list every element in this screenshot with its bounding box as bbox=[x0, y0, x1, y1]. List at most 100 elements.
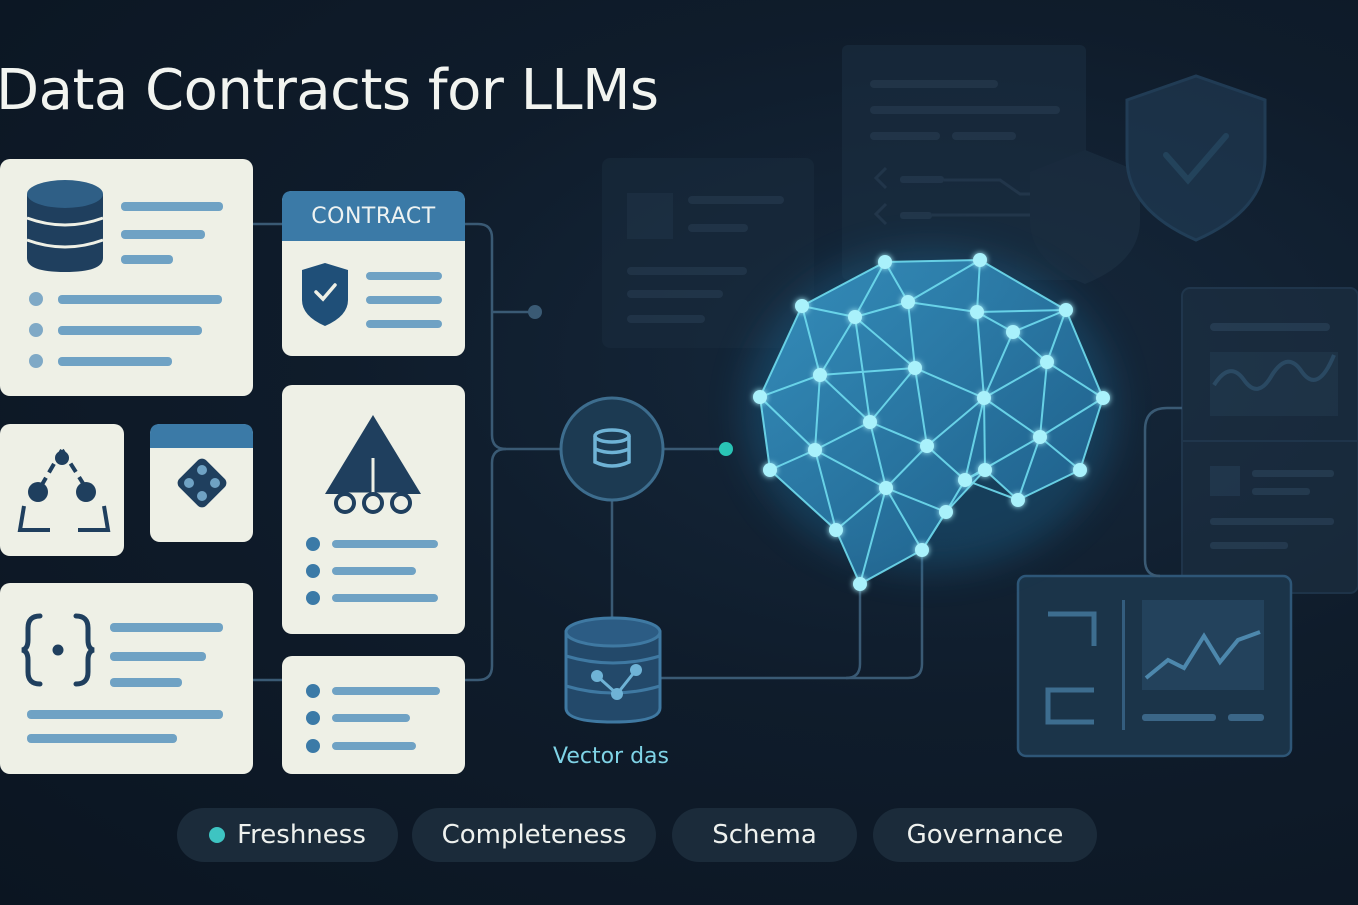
brain-edge bbox=[926, 397, 985, 447]
brain-node bbox=[878, 255, 892, 269]
shield-icon bbox=[1030, 150, 1140, 284]
vector-db-label: Vector das bbox=[553, 744, 670, 769]
brain-edge bbox=[1065, 309, 1104, 399]
brain-edge bbox=[926, 445, 966, 481]
brain-edge bbox=[854, 316, 916, 369]
brain-node bbox=[1073, 463, 1087, 477]
brain-edge bbox=[885, 487, 947, 513]
brain-edge bbox=[801, 305, 856, 318]
curly-braces-icon bbox=[21, 613, 95, 687]
brain-edge bbox=[907, 301, 978, 313]
brain-node bbox=[978, 463, 992, 477]
node-diamond-icon bbox=[177, 458, 227, 508]
triangle-card bbox=[0, 424, 124, 556]
brain-edge bbox=[859, 487, 887, 585]
brain-edge bbox=[869, 421, 887, 489]
brain-edge bbox=[1017, 436, 1041, 501]
brain-edge bbox=[1012, 331, 1048, 363]
brain-edge bbox=[885, 445, 928, 489]
brain-node bbox=[973, 253, 987, 267]
dashboard-panel bbox=[1016, 574, 1293, 758]
brain-edge bbox=[964, 479, 1019, 501]
brain-edge bbox=[945, 469, 986, 513]
brain-node bbox=[1033, 430, 1047, 444]
hierarchy-triangle-icon bbox=[325, 415, 421, 514]
brain-edge bbox=[854, 301, 909, 318]
source-cards bbox=[0, 159, 465, 774]
brain-edge bbox=[759, 396, 771, 471]
brain-node bbox=[1096, 391, 1110, 405]
brain-node bbox=[753, 390, 767, 404]
shield-check-icon bbox=[302, 263, 348, 326]
brain-node bbox=[813, 368, 827, 382]
brain-edge bbox=[835, 487, 887, 531]
brain-edge bbox=[759, 305, 803, 398]
pill-label: Freshness bbox=[237, 820, 366, 850]
brain-edge bbox=[1046, 309, 1067, 363]
brain-node bbox=[829, 523, 843, 537]
brain-node bbox=[1006, 325, 1020, 339]
brain-edge bbox=[976, 309, 1067, 313]
status-dot-icon bbox=[209, 827, 226, 843]
brain-node bbox=[1011, 493, 1025, 507]
pill-freshness[interactable]: Freshness bbox=[177, 808, 398, 862]
pill-governance[interactable]: Governance bbox=[873, 808, 1097, 862]
brain-edge bbox=[884, 261, 909, 303]
brain-edge bbox=[801, 305, 821, 376]
brain-edge bbox=[1079, 397, 1104, 471]
brain-edge bbox=[976, 259, 981, 313]
line-chart-icon bbox=[1144, 630, 1261, 680]
brain-edge bbox=[1039, 436, 1081, 471]
brain-node bbox=[920, 439, 934, 453]
connector-node bbox=[528, 305, 542, 319]
brain-edge bbox=[884, 259, 981, 263]
brain-edge bbox=[814, 374, 821, 451]
pill-schema[interactable]: Schema bbox=[672, 808, 857, 862]
background-panels bbox=[602, 45, 1358, 594]
brain-edge bbox=[869, 367, 916, 423]
vector-database-icon bbox=[564, 616, 662, 724]
brain-node bbox=[1059, 303, 1073, 317]
database-icon bbox=[26, 180, 104, 272]
brain-edge bbox=[801, 261, 886, 307]
brain-edge bbox=[964, 436, 1041, 481]
brain-node bbox=[795, 299, 809, 313]
connector-node bbox=[719, 442, 733, 456]
brain-edge bbox=[869, 421, 928, 447]
brain-edge bbox=[814, 421, 871, 451]
pill-completeness[interactable]: Completeness bbox=[412, 808, 656, 862]
brain-edge bbox=[976, 311, 985, 399]
brain-node bbox=[848, 310, 862, 324]
brain-node bbox=[863, 415, 877, 429]
shield-check-icon bbox=[1125, 74, 1267, 242]
brain-node bbox=[879, 481, 893, 495]
brain-edge bbox=[907, 259, 981, 303]
brain-edge bbox=[814, 449, 887, 489]
brain-edge bbox=[885, 487, 923, 551]
brain-edge bbox=[983, 397, 1041, 438]
brain-node bbox=[901, 295, 915, 309]
brain-edge bbox=[769, 449, 816, 471]
brain-edge bbox=[854, 316, 871, 423]
page-title: Data Contracts for LLMs bbox=[0, 58, 659, 123]
brain-edge bbox=[907, 301, 916, 369]
pill-label: Schema bbox=[712, 820, 817, 850]
brain-node bbox=[763, 463, 777, 477]
brain-edge bbox=[819, 316, 856, 376]
brain-edge bbox=[759, 396, 816, 451]
brain-edge bbox=[1039, 397, 1104, 438]
brain-node bbox=[977, 391, 991, 405]
brain-edge bbox=[914, 367, 985, 399]
brain-edge bbox=[835, 529, 861, 585]
brain-edge bbox=[964, 397, 985, 481]
brain-node bbox=[1040, 355, 1054, 369]
contract-header-label: CONTRACT bbox=[311, 203, 436, 229]
brain-node bbox=[853, 577, 867, 591]
brain-node bbox=[939, 505, 953, 519]
brain-edge bbox=[984, 469, 1019, 501]
pill-label: Governance bbox=[906, 820, 1064, 850]
database-node bbox=[559, 396, 665, 502]
brain-edge bbox=[979, 259, 1067, 311]
brain-edge bbox=[819, 374, 871, 423]
